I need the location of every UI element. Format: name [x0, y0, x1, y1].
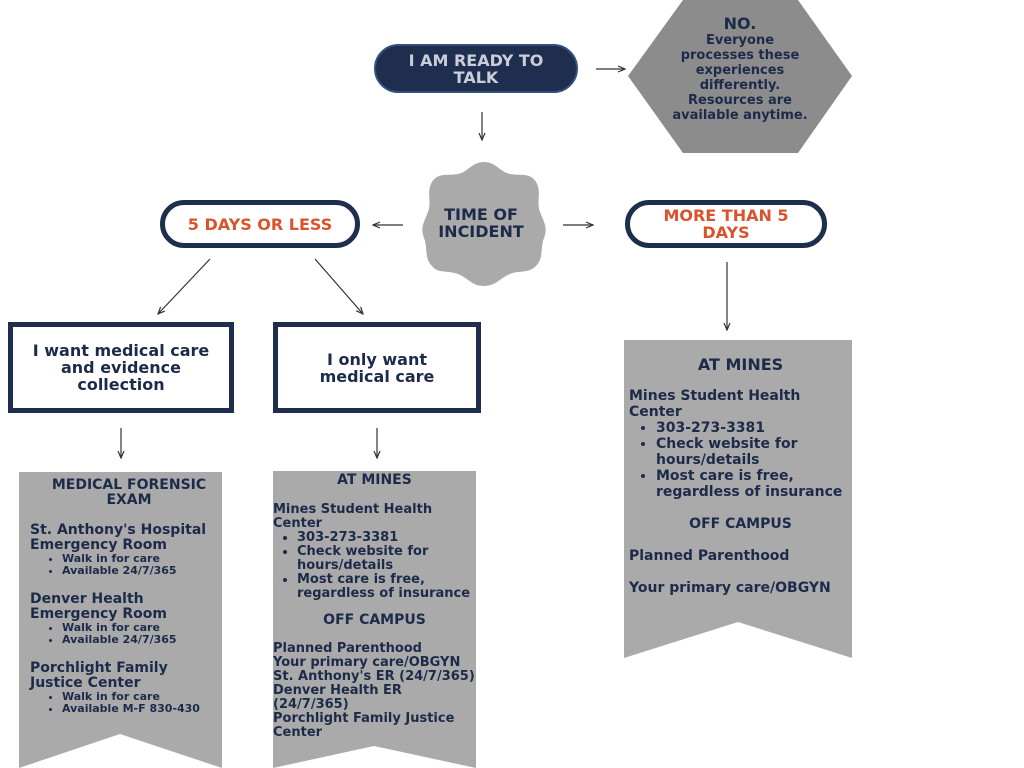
no-line: experiences: [695, 63, 785, 78]
arrow-le5-to-medical: [314, 258, 363, 314]
no-line: Resources are: [688, 93, 792, 108]
more-than-five-days-label: MORE THAN 5 DAYS: [663, 206, 789, 242]
mines-medical-off-line: Planned Parenthood: [273, 641, 422, 656]
mines-medical-bullet: 303-273-3381: [297, 531, 476, 545]
mines-medical-bullet: Check website for hours/details: [297, 545, 476, 573]
forensic-location-bullet: Walk in for care: [62, 553, 222, 565]
no-hexagon-shape: [628, 0, 852, 153]
forensic-title: MEDICAL FORENSIC EXAM: [51, 477, 207, 508]
no-line: Everyone: [705, 33, 775, 48]
mines-medical-bullet: Most care is free, regardless of insuran…: [297, 573, 476, 601]
no-line: differently.: [699, 78, 781, 93]
arrow-le5-to-evidence: [158, 258, 211, 314]
mines-medical-off-line: Porchlight Family Justice Center: [273, 711, 455, 740]
forensic-location-bullet: Walk in for care: [62, 622, 222, 634]
no-title: NO.: [723, 14, 757, 33]
mines-later-bullet: Check website for hours/details: [656, 436, 852, 468]
evidence-option-label: I want medical care and evidence collect…: [32, 341, 210, 394]
ready-to-talk-label: I AM READY TO TALK: [408, 50, 544, 87]
mines-medical-title: AT MINES: [337, 472, 412, 488]
no-line: processes these: [680, 48, 800, 63]
medical-only-option-label: I only want medical care: [319, 349, 435, 386]
time-of-incident-label: TIME OF INCIDENT: [438, 205, 524, 241]
mines-later-off-title: OFF CAMPUS: [689, 516, 792, 532]
mines-later-center: Mines Student Health Center: [629, 388, 801, 420]
no-line: available anytime.: [672, 108, 808, 123]
mines-medical-banner-shape: [273, 471, 476, 768]
mines-later-off-item: Planned Parenthood: [629, 548, 790, 564]
ready-to-talk-node: I AM READY TO TALK: [374, 44, 578, 93]
more-than-five-days-node: MORE THAN 5 DAYS: [625, 200, 827, 248]
mines-medical-off-line: Your primary care/OBGYN: [273, 655, 461, 670]
evidence-option-box: I want medical care and evidence collect…: [8, 322, 234, 413]
forensic-location-name: Porchlight Family Justice Center: [30, 660, 168, 691]
mines-later-bullet: 303-273-3381: [656, 420, 852, 436]
mines-later-banner: AT MINES Mines Student Health Center 303…: [624, 340, 852, 658]
mines-medical-banner: AT MINES Mines Student Health Center 303…: [273, 471, 476, 768]
mines-medical-center: Mines Student Health Center: [273, 502, 433, 531]
five-days-or-less-node: 5 DAYS OR LESS: [160, 200, 360, 248]
forensic-location-bullet: Available 24/7/365: [62, 565, 222, 577]
forensic-location-bullet: Available M-F 830-430: [62, 703, 222, 715]
forensic-location-name: St. Anthony's Hospital Emergency Room: [30, 522, 207, 553]
mines-medical-off-title: OFF CAMPUS: [323, 612, 426, 628]
forensic-location-bullet: Walk in for care: [62, 691, 222, 703]
five-days-or-less-label: 5 DAYS OR LESS: [187, 214, 333, 234]
mines-later-banner-shape: [624, 340, 852, 658]
mines-medical-off-line: Denver Health ER (24/7/365): [273, 683, 402, 712]
forensic-exam-banner: MEDICAL FORENSIC EXAM St. Anthony's Hosp…: [19, 472, 222, 768]
mines-later-title: AT MINES: [697, 355, 784, 374]
forensic-location-bullet: Available 24/7/365: [62, 634, 222, 646]
mines-later-off-item: Your primary care/OBGYN: [629, 580, 831, 596]
time-blob-shape: [422, 162, 546, 286]
time-of-incident-node: TIME OF INCIDENT: [430, 206, 532, 240]
forensic-location-name: Denver Health Emergency Room: [30, 591, 167, 622]
mines-medical-off-line: St. Anthony's ER (24/7/365): [273, 669, 475, 684]
medical-only-option-box: I only want medical care: [273, 322, 481, 413]
mines-later-bullet: Most care is free, regardless of insuran…: [656, 468, 852, 500]
forensic-banner-shape: [19, 472, 222, 768]
no-node: NO. Everyone processes these experiences…: [650, 14, 830, 124]
